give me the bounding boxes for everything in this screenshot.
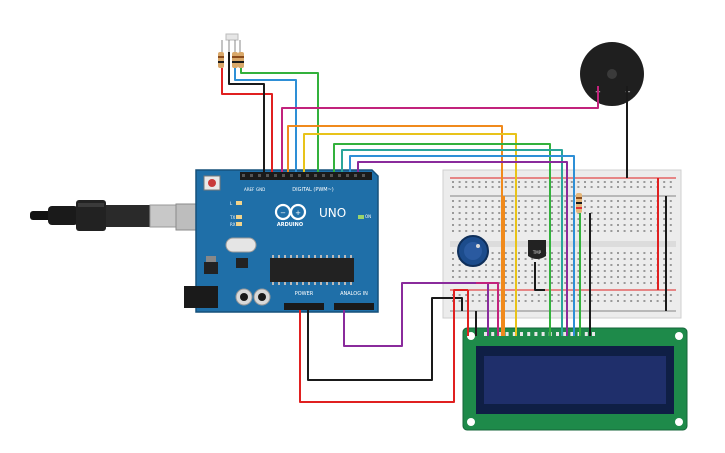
gnd-label: GND bbox=[256, 187, 265, 192]
led-tx bbox=[236, 215, 242, 219]
reset-button[interactable] bbox=[208, 179, 216, 187]
on-led bbox=[358, 215, 364, 219]
lcd-display-icon[interactable] bbox=[462, 327, 688, 431]
analog-header bbox=[334, 303, 374, 310]
lcd-screen bbox=[484, 356, 666, 404]
led-rx-label: RX bbox=[230, 222, 236, 227]
power-label: POWER bbox=[295, 291, 314, 297]
tmp-label: TMP bbox=[532, 250, 542, 255]
led-l-label: L bbox=[230, 201, 233, 206]
temperature-sensor-icon[interactable]: TMP bbox=[528, 240, 546, 259]
voltage-regulator bbox=[204, 262, 218, 274]
potentiometer-icon[interactable] bbox=[457, 235, 489, 267]
power-header bbox=[284, 303, 324, 310]
svg-text:+: + bbox=[295, 209, 301, 217]
board-brand: ARDUINO bbox=[277, 222, 303, 228]
board-model: UNO bbox=[319, 206, 346, 220]
crystal bbox=[225, 237, 257, 253]
rgb-led-icon[interactable] bbox=[218, 33, 244, 68]
led-tx-label: TX bbox=[229, 215, 235, 220]
digital-header-label: DIGITAL (PWM~) bbox=[292, 187, 334, 193]
aref-label: AREF bbox=[244, 187, 255, 192]
resistor bbox=[576, 193, 582, 213]
dc-power-jack bbox=[184, 286, 218, 308]
arduino-uno-board[interactable]: DIGITAL (PWM~) AREF GND L TX RX − + UNO … bbox=[184, 169, 379, 313]
usb-cable-icon[interactable] bbox=[30, 200, 199, 231]
led-rx bbox=[236, 222, 242, 226]
small-ic bbox=[236, 258, 248, 268]
infinity-logo-icon: − + bbox=[274, 203, 307, 221]
analog-label: ANALOG IN bbox=[340, 291, 368, 297]
svg-text:−: − bbox=[280, 209, 286, 217]
piezo-buzzer-icon[interactable]: + − bbox=[580, 42, 644, 106]
wires bbox=[221, 52, 667, 403]
atmega-chip bbox=[270, 258, 354, 282]
on-label: ON bbox=[365, 214, 371, 219]
led-l bbox=[236, 201, 242, 205]
